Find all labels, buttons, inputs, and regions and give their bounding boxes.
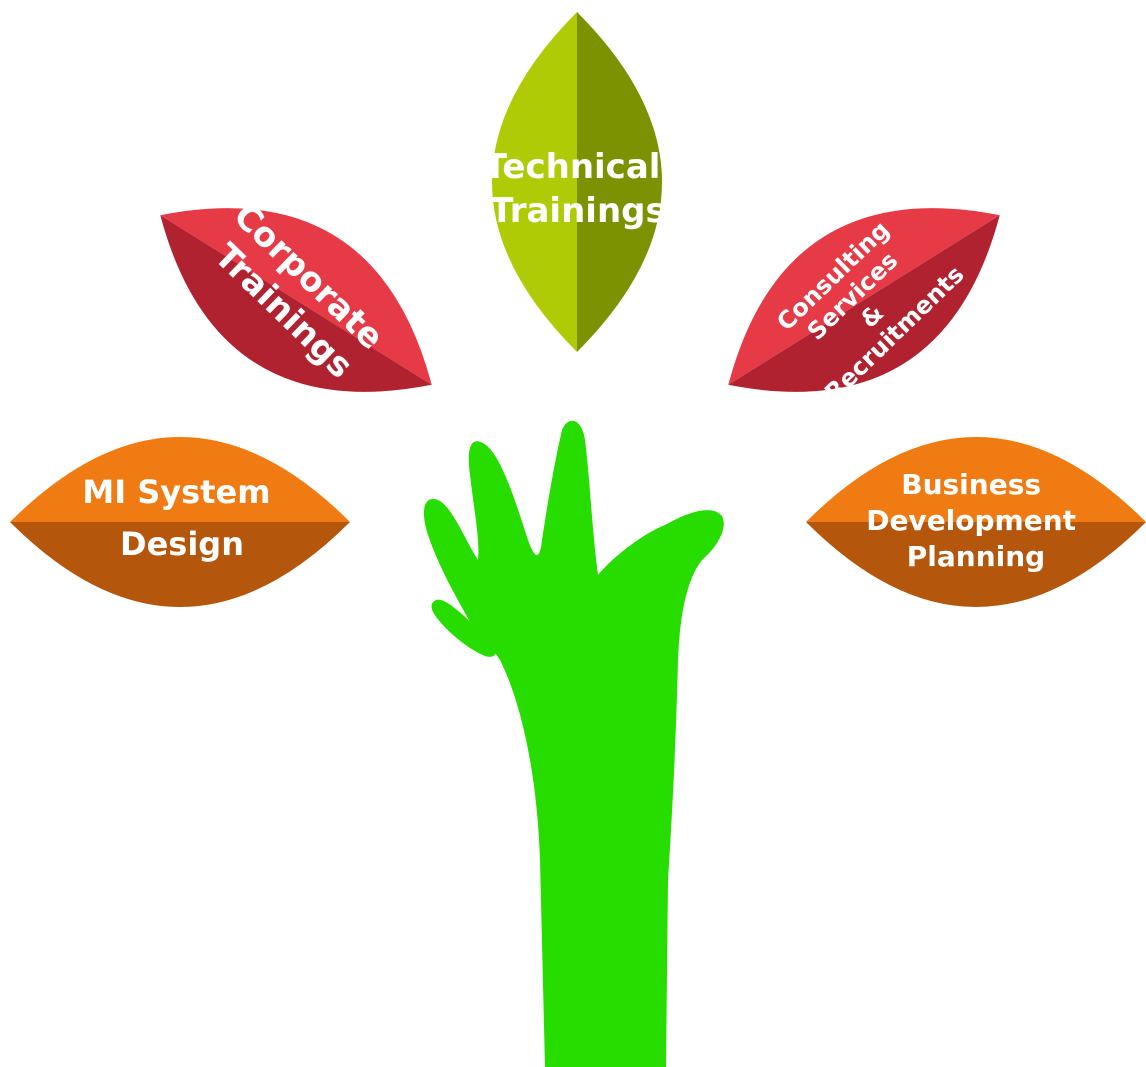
leaf-dark-half bbox=[728, 215, 1000, 392]
leaf-technical-trainings bbox=[492, 12, 662, 352]
leaf-light-half bbox=[10, 437, 350, 522]
leaf-label-business-development: Business Development Planning bbox=[866, 468, 1086, 573]
hand-icon bbox=[423, 420, 724, 1067]
leaf-dark-half bbox=[806, 522, 1146, 607]
leaf-dark-half bbox=[160, 215, 432, 392]
leaf-light-half bbox=[492, 12, 577, 352]
leaf-mi-system-design bbox=[10, 437, 350, 607]
leaf-light-half bbox=[728, 208, 1000, 385]
leaf-label-technical-trainings: Technical Trainings bbox=[484, 147, 673, 231]
leaf-label-mi-system-design: MI System Design bbox=[82, 473, 281, 563]
leaf-business-development bbox=[806, 437, 1146, 607]
leaf-light-half bbox=[160, 208, 432, 385]
leaf-light-half bbox=[806, 437, 1146, 522]
leaf-consulting-services bbox=[728, 208, 1000, 392]
leaf-dark-half bbox=[577, 12, 662, 352]
leaf-dark-half bbox=[10, 522, 350, 607]
leaf-corporate-trainings bbox=[160, 208, 432, 392]
